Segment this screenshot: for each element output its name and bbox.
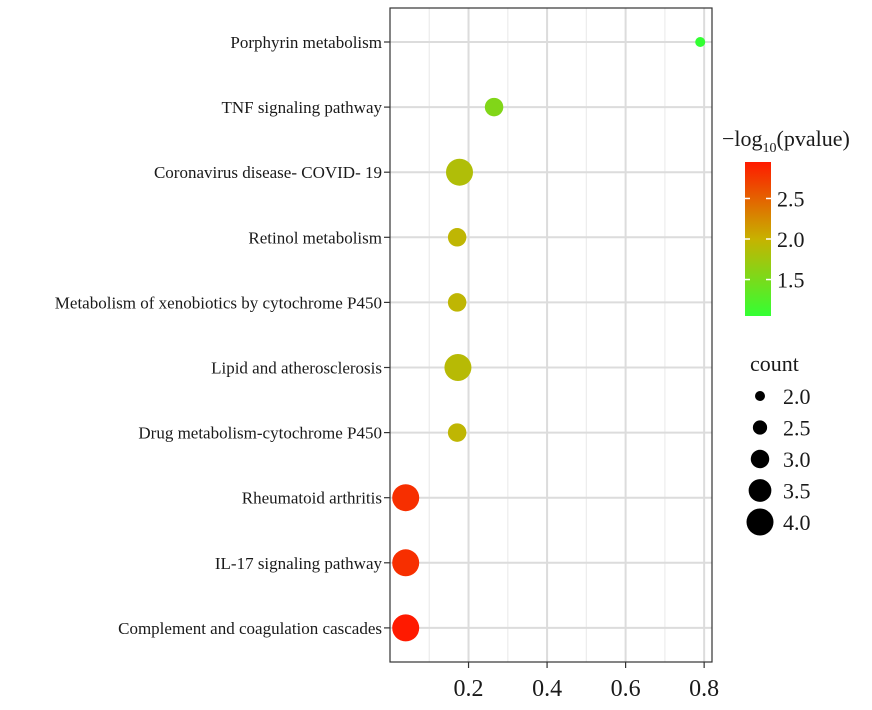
x-tick-label: 0.6 (611, 676, 641, 702)
data-point (447, 228, 467, 247)
y-category-label: Metabolism of xenobiotics by cytochrome … (55, 293, 382, 312)
color-legend-title: −log10(pvalue) (722, 126, 850, 156)
y-category-label: Complement and coagulation cascades (118, 619, 382, 638)
data-point (444, 354, 472, 381)
data-point (695, 37, 706, 47)
x-tick-label: 0.2 (454, 676, 484, 702)
size-legend-label: 4.0 (783, 510, 811, 535)
color-bar-ticks: 1.5 2.0 2.5 (745, 186, 805, 293)
data-point (484, 97, 504, 117)
y-category-label: IL-17 signaling pathway (215, 554, 383, 573)
color-bar-tick-label: 2.0 (777, 227, 805, 252)
color-bar-tick-label: 2.5 (777, 186, 805, 211)
x-tick-label: 0.4 (532, 676, 562, 702)
size-legend: count 2.0 2.5 3.0 3.5 4.0 (746, 351, 811, 536)
size-legend-label: 2.5 (783, 416, 811, 441)
size-legend-dot (746, 508, 774, 536)
size-legend-dot (752, 420, 768, 435)
size-legend-items: 2.0 2.5 3.0 3.5 4.0 (746, 384, 811, 536)
size-legend-title: count (750, 351, 799, 376)
size-legend-dot (748, 479, 772, 502)
data-points (392, 37, 706, 642)
color-bar-tick-label: 1.5 (777, 268, 805, 293)
size-legend-label: 2.0 (783, 384, 811, 409)
size-legend-label: 3.5 (783, 479, 811, 504)
y-category-label: Coronavirus disease- COVID- 19 (154, 163, 382, 182)
y-category-label: Porphyrin metabolism (230, 33, 382, 52)
data-point (446, 158, 474, 186)
y-category-label: Drug metabolism-cytochrome P450 (138, 424, 382, 443)
x-tick-label: 0.8 (689, 676, 719, 702)
size-legend-label: 3.0 (783, 447, 811, 472)
data-point (392, 549, 420, 577)
grid-lines (390, 8, 712, 662)
color-legend: −log10(pvalue) 1.5 2.0 2.5 (722, 126, 850, 316)
plot-panel-border (389, 7, 713, 663)
data-point (392, 614, 420, 642)
y-category-label: Lipid and atherosclerosis (211, 359, 382, 378)
data-point (392, 484, 420, 512)
y-category-label: Retinol metabolism (248, 228, 382, 247)
size-legend-dot (755, 391, 765, 401)
y-category-label: TNF signaling pathway (221, 98, 382, 117)
data-point (447, 423, 467, 442)
y-category-label: Rheumatoid arthritis (242, 489, 382, 508)
size-legend-dot (750, 449, 770, 469)
data-point (447, 293, 467, 312)
